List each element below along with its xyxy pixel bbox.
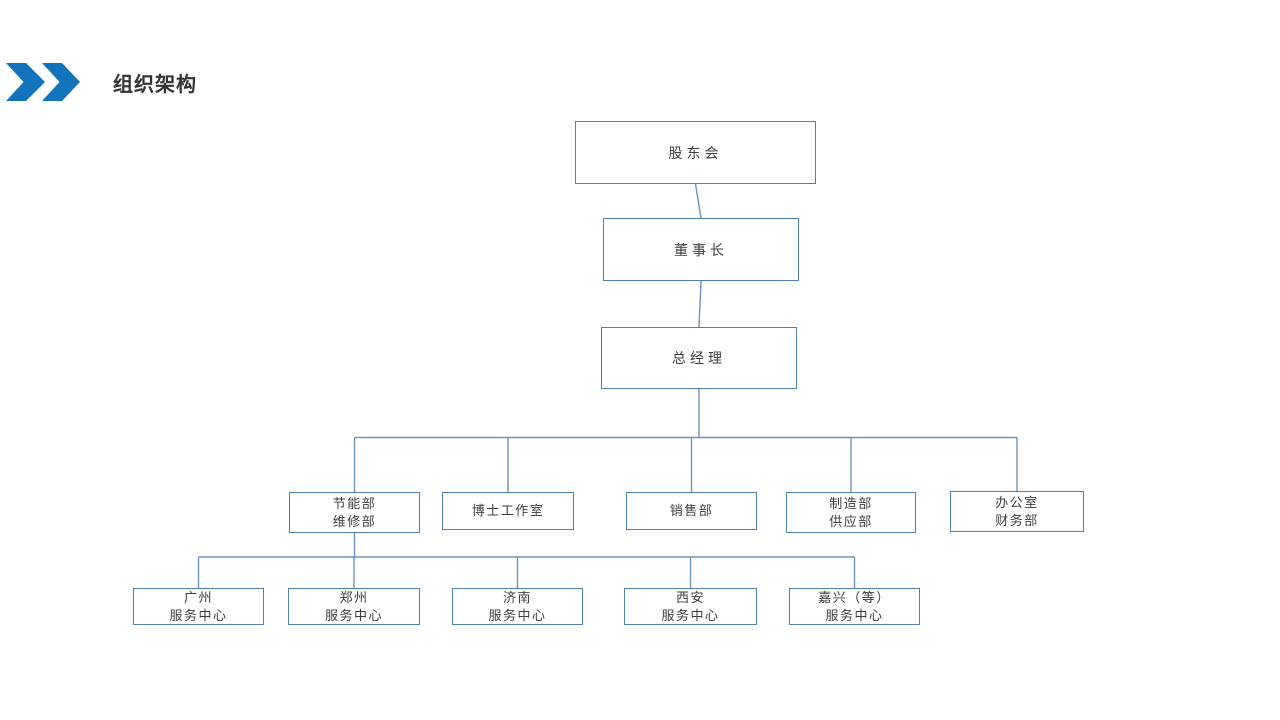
org-node-label: 济南 服务中心 — [488, 590, 547, 623]
org-node-label: 总经理 — [672, 350, 726, 366]
page-title: 组织架构 — [113, 73, 197, 96]
org-node-xian-service-center: 西安 服务中心 — [624, 588, 757, 625]
double-chevron-right-icon — [6, 63, 80, 101]
org-node-label: 郑州 服务中心 — [324, 590, 383, 623]
org-node-label: 办公室 财务部 — [995, 495, 1039, 528]
org-node-jinan-service-center: 济南 服务中心 — [452, 588, 583, 625]
org-node-chairman: 董事长 — [603, 218, 799, 281]
org-node-label: 董事长 — [674, 241, 728, 258]
org-node-shareholders-meeting: 股东会 — [575, 121, 816, 184]
org-node-general-manager: 总经理 — [601, 327, 797, 389]
slide-header: 组织架构 — [6, 62, 197, 102]
org-node-label: 博士工作室 — [471, 503, 545, 519]
org-node-label: 广州 服务中心 — [169, 590, 228, 623]
org-node-label: 股东会 — [668, 144, 723, 161]
org-node-manufacturing-supply-dept: 制造部 供应部 — [786, 492, 916, 533]
connector-line — [698, 280, 702, 328]
org-node-sales-dept: 销售部 — [626, 492, 757, 530]
org-node-label: 销售部 — [669, 503, 714, 519]
org-node-jiaxing-service-center: 嘉兴（等） 服务中心 — [789, 588, 920, 625]
org-node-guangzhou-service-center: 广州 服务中心 — [133, 588, 264, 625]
org-node-office-finance-dept: 办公室 财务部 — [950, 491, 1084, 532]
connector-line — [694, 183, 702, 219]
org-node-label: 西安 服务中心 — [661, 590, 720, 623]
org-node-zhengzhou-service-center: 郑州 服务中心 — [288, 588, 420, 625]
org-node-label: 嘉兴（等） 服务中心 — [818, 590, 891, 623]
org-node-label: 节能部 维修部 — [332, 496, 377, 529]
org-node-doctor-studio: 博士工作室 — [442, 492, 574, 530]
org-node-energy-maintenance-dept: 节能部 维修部 — [289, 492, 420, 533]
org-node-label: 制造部 供应部 — [829, 496, 873, 529]
